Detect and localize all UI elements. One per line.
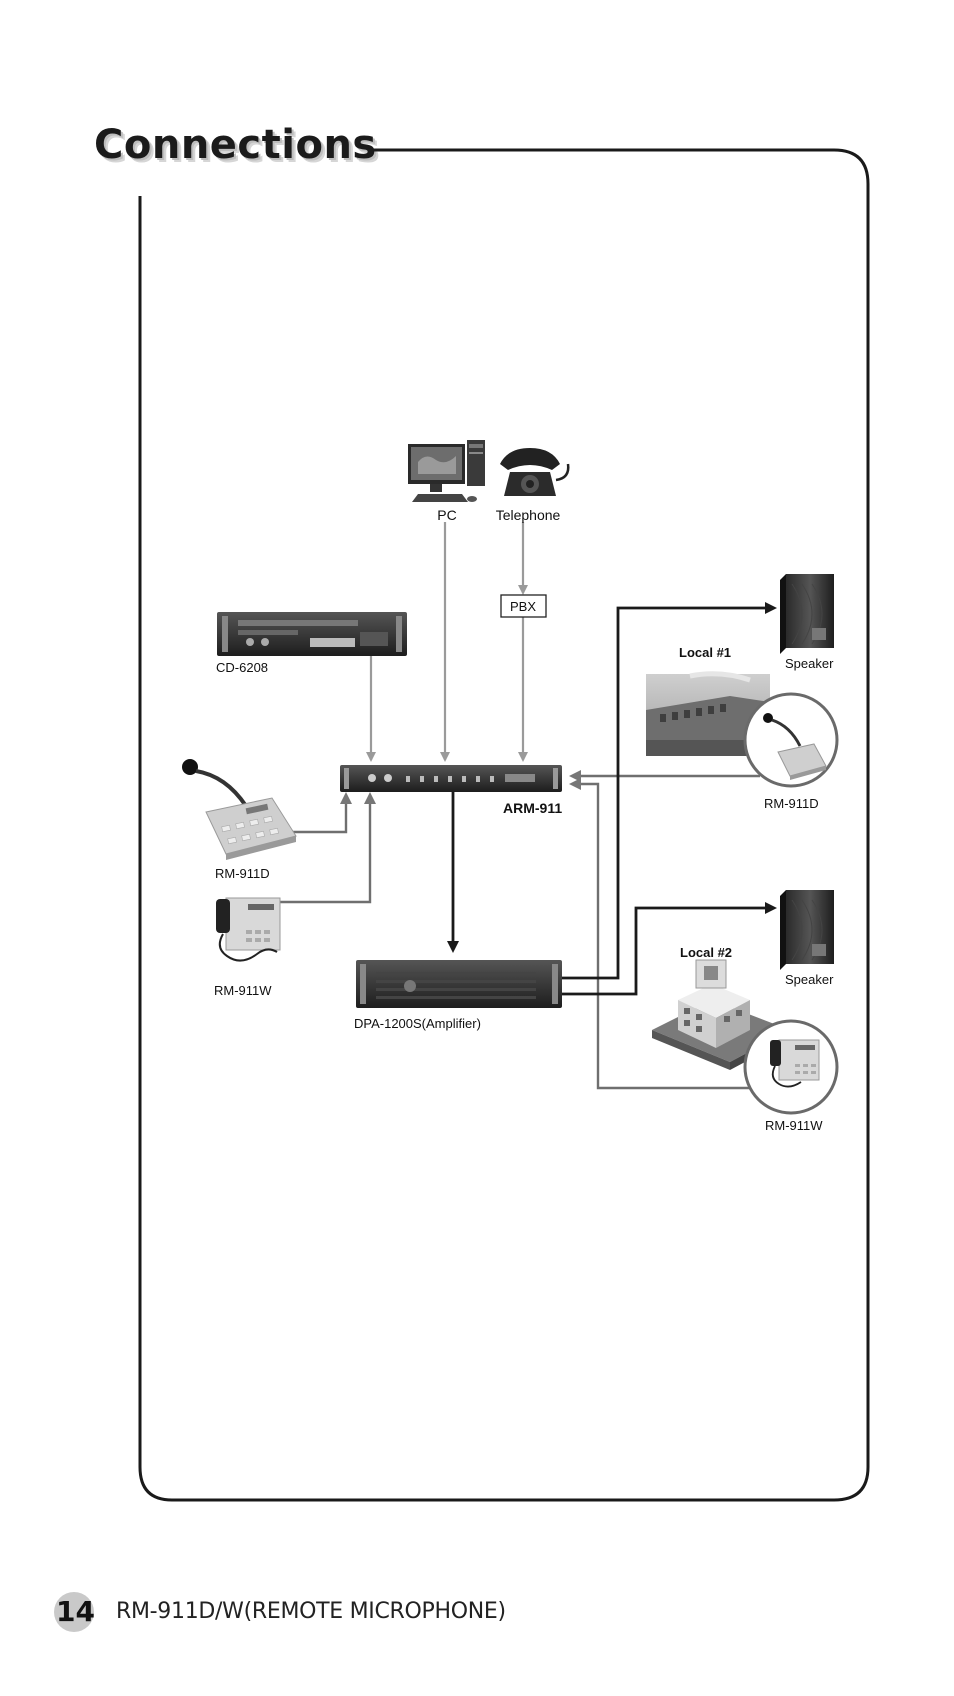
local1-mic-circle (743, 692, 839, 788)
arm-label: ARM-911 (503, 800, 562, 816)
page-number-badge: 14 (54, 1592, 95, 1632)
local1-building-photo (646, 671, 770, 756)
local2-wallmic-circle (743, 1019, 839, 1115)
speaker-2-icon (780, 890, 834, 970)
amp-label: DPA-1200S(Amplifier) (354, 1016, 481, 1031)
page-number: 14 (56, 1595, 95, 1628)
gray-signal-lines (366, 522, 528, 762)
local2-label: Local #2 (680, 945, 732, 960)
page-frame (138, 148, 870, 1502)
speaker2-label: Speaker (785, 972, 834, 987)
rm-911w-left-icon (216, 897, 281, 962)
rm911d-right-label: RM-911D (764, 796, 819, 811)
cd-label: CD-6208 (216, 660, 268, 675)
rm-911d-left-icon (182, 759, 297, 860)
speaker1-label: Speaker (785, 656, 834, 671)
mic-lines-left (278, 792, 376, 904)
cd-player-icon (217, 612, 407, 656)
local1-label: Local #1 (679, 645, 731, 660)
pbx-box (500, 594, 547, 618)
pbx-label: PBX (510, 599, 536, 614)
pc-icon (408, 440, 485, 502)
arm-911-icon (340, 765, 562, 792)
rm911w-right-label: RM-911W (765, 1118, 823, 1133)
speaker-1-icon (780, 574, 834, 654)
rm911d-left-label: RM-911D (215, 866, 270, 881)
mic-lines-right (569, 770, 760, 1090)
telephone-label: Telephone (496, 507, 561, 523)
page-title: Connections (94, 122, 377, 168)
amp-output-lines (447, 602, 777, 996)
footer-title: RM-911D/W(REMOTE MICROPHONE) (116, 1599, 506, 1624)
amplifier-icon (356, 960, 562, 1008)
telephone-icon (500, 448, 570, 496)
rm911w-left-label: RM-911W (214, 983, 272, 998)
pc-label: PC (437, 507, 456, 523)
